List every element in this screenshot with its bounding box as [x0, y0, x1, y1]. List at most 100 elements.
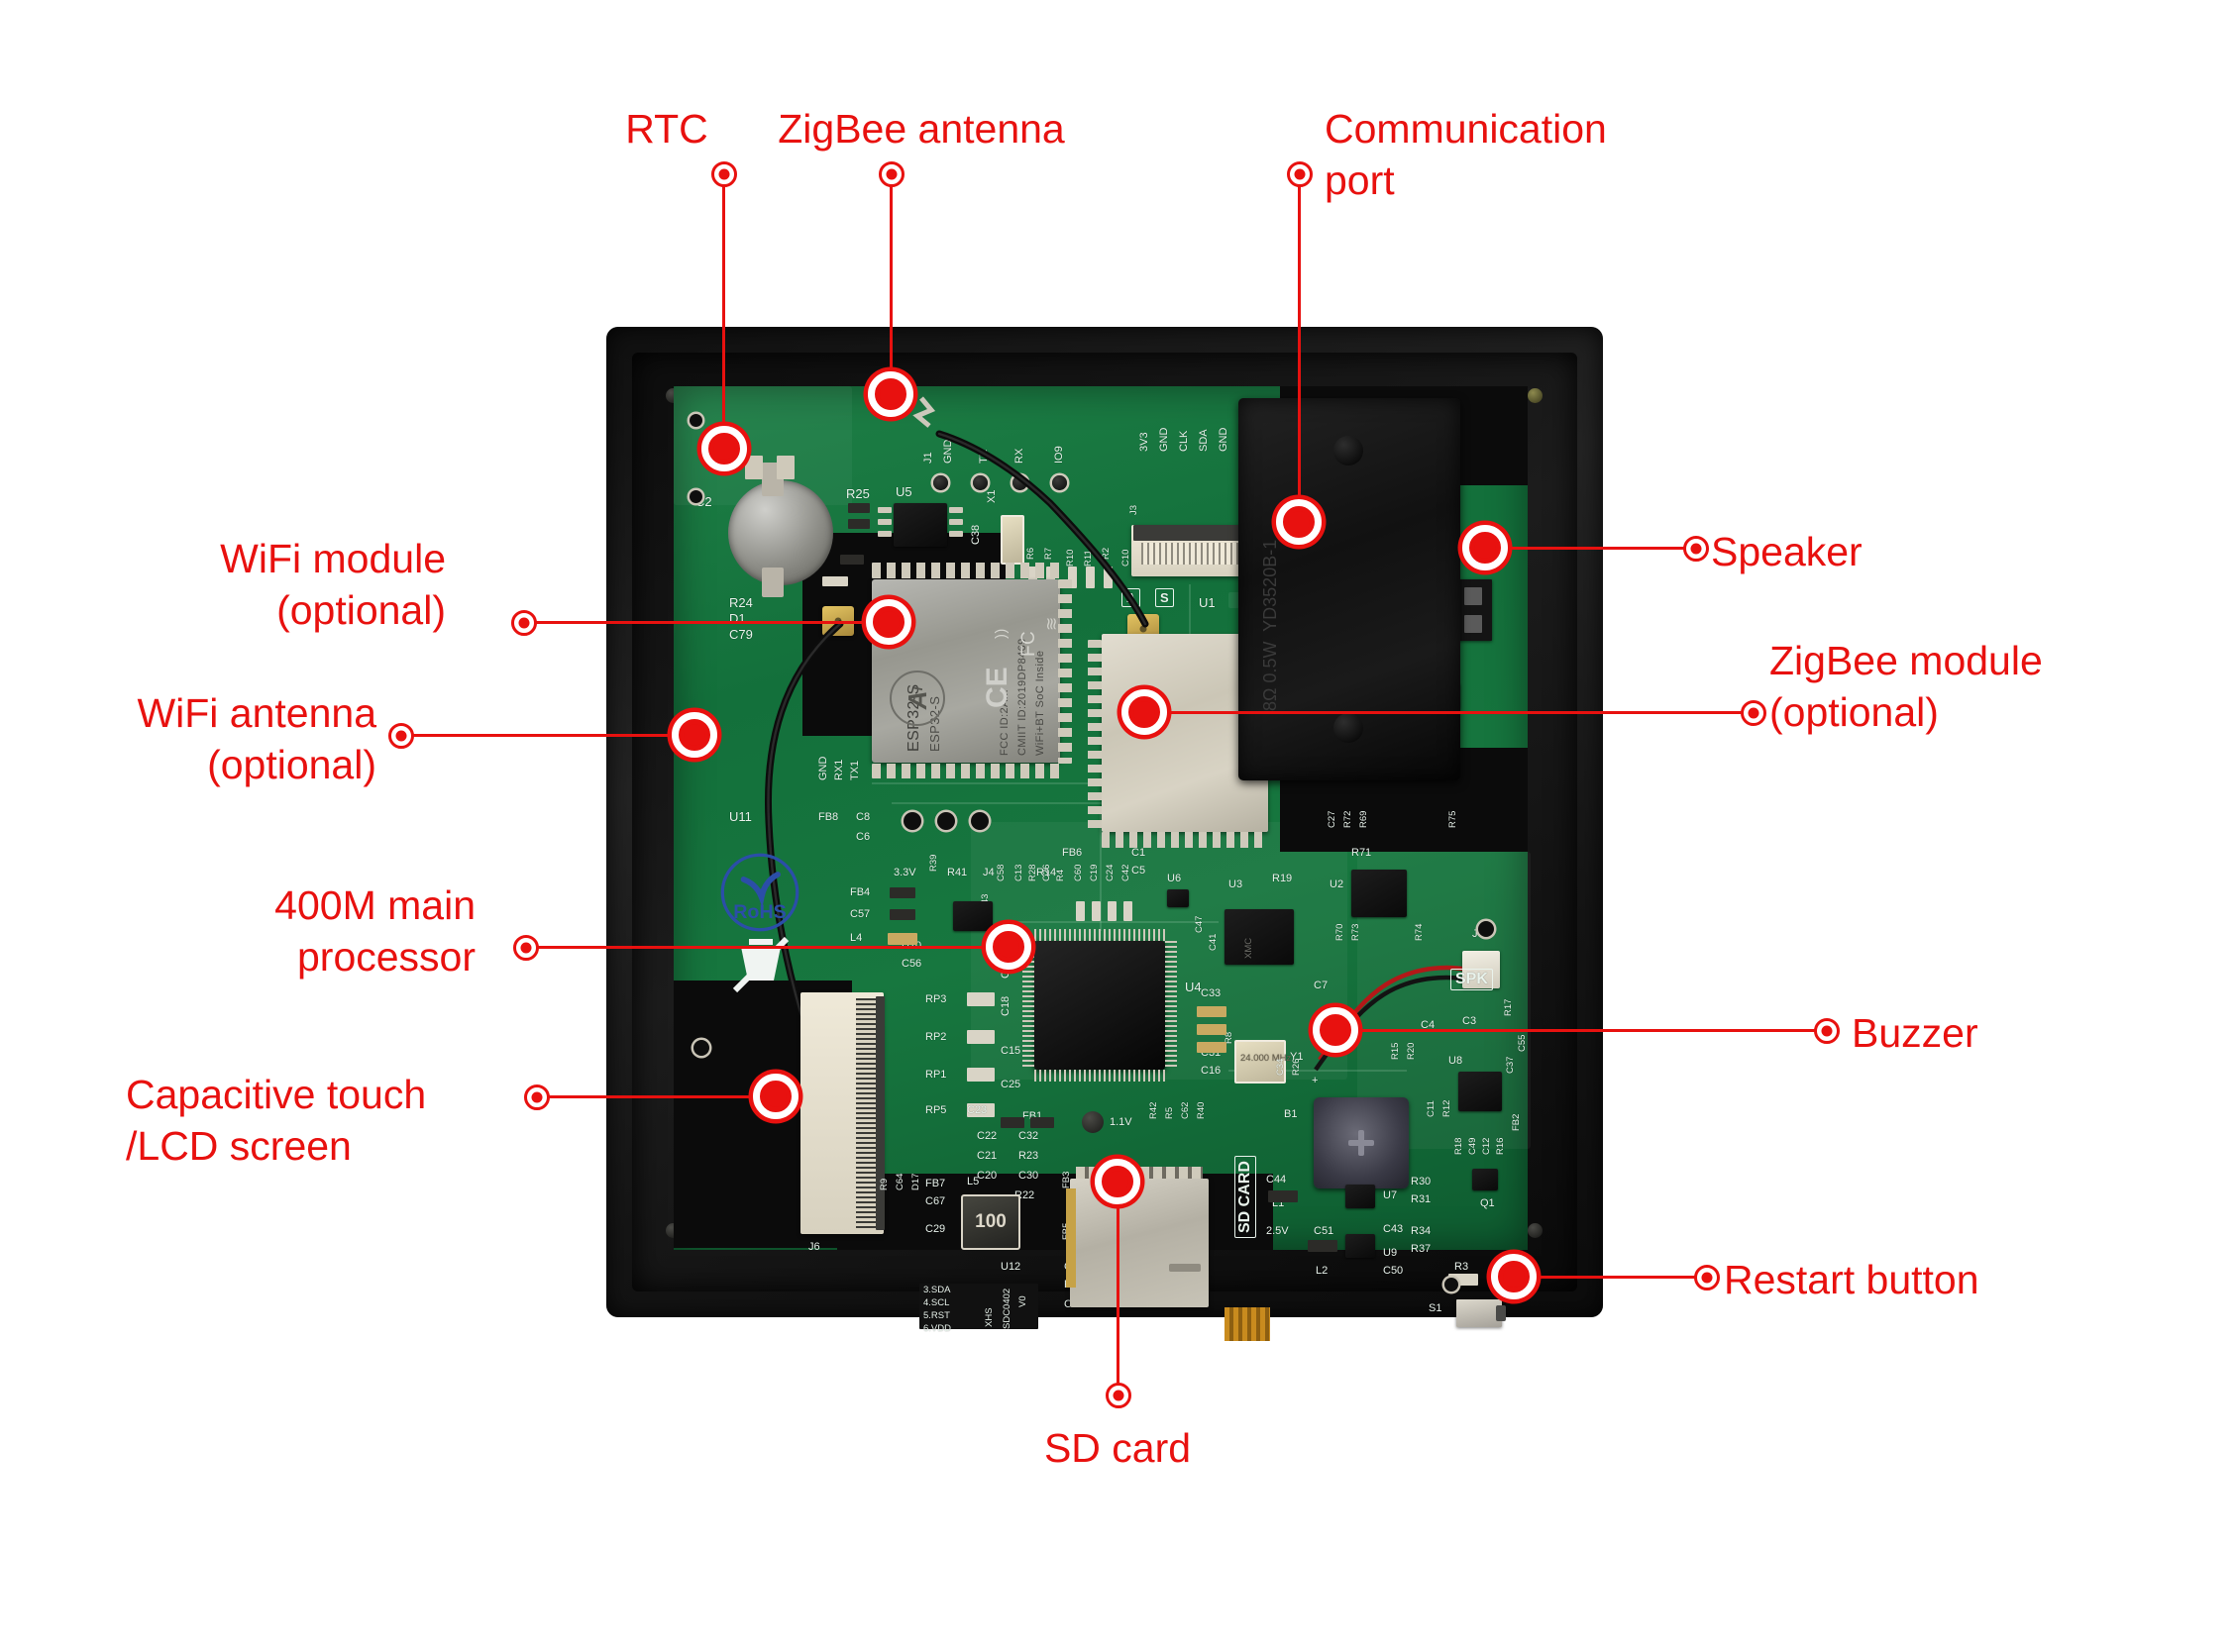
silk-fb1: FB1	[1022, 1110, 1043, 1122]
silk-c4: C4	[1421, 1019, 1436, 1031]
case-screw	[1528, 388, 1543, 403]
silk-d1: D1	[729, 611, 746, 626]
svg-text:RoHS: RoHS	[733, 901, 787, 923]
annotation-label-wifi-module-line2: (optional)	[276, 587, 446, 633]
silk-c58: C58	[996, 864, 1007, 881]
silk-s1: S1	[1429, 1302, 1442, 1314]
wifi-ufl-connector[interactable]	[822, 606, 854, 636]
ic-u2	[1351, 870, 1407, 917]
silk-r70: R70	[1334, 923, 1345, 941]
silk-tx1: TX1	[849, 760, 861, 780]
restart-button-s1[interactable]	[1456, 1299, 1506, 1327]
silk-r20: R20	[1406, 1042, 1417, 1060]
anchor-dot-zigbee-antenna	[879, 161, 905, 187]
annotation-label-main-processor-line2: processor	[296, 934, 476, 980]
tantalum-cap	[1082, 1111, 1104, 1133]
sd-card-slot[interactable]	[1066, 1167, 1209, 1307]
silk-r14: R14	[1036, 867, 1057, 878]
silk-r17: R17	[1503, 998, 1514, 1016]
silk-r6: R6	[1025, 547, 1036, 560]
silk-c47: C47	[1194, 915, 1205, 933]
silk-u5: U5	[896, 484, 912, 499]
silk-c64: C64	[895, 1173, 905, 1190]
silk-u2: U2	[1330, 878, 1344, 890]
silk-c16: C16	[1201, 1065, 1222, 1077]
silk-rx: RX	[1013, 448, 1025, 464]
ic-u6	[1167, 889, 1189, 907]
silk-u6: U6	[1167, 873, 1182, 884]
silk-r26: R26	[1291, 1058, 1302, 1076]
speaker-enclosure: 8Ω 0.5W YD3520B-1	[1238, 398, 1460, 780]
silk-fb6: FB6	[1062, 847, 1083, 859]
annotation-label-capacitive-touch-line2: /LCD screen	[126, 1123, 352, 1169]
ic-u7	[1345, 1185, 1375, 1208]
inductor-l5: 100	[961, 1194, 1020, 1250]
device-enclosure: + C2 R24 D1 C79 U11 R25 U5 C38 X1 R6 R7 …	[606, 327, 1603, 1341]
silk-c29: C29	[925, 1223, 946, 1235]
silk-a: A	[1121, 588, 1141, 607]
silk-r72: R72	[1342, 810, 1353, 828]
silk-c42: C42	[1120, 864, 1131, 881]
silk-r31: R31	[1411, 1193, 1432, 1205]
speaker-mount-boss	[1333, 713, 1363, 743]
case-screw	[1528, 1223, 1543, 1238]
silk-u9: U9	[1383, 1247, 1398, 1259]
connector-pinout-label	[919, 1284, 1038, 1329]
speaker-connector-j8[interactable]	[1462, 951, 1500, 988]
silk-3v3-reg: 3.3V	[894, 867, 916, 878]
silk-r41: R41	[947, 867, 968, 878]
anchor-dot-wifi-antenna	[388, 723, 414, 749]
lcd-touch-ffc-connector-j6[interactable]	[800, 992, 885, 1234]
speaker-mount-boss	[1333, 436, 1363, 465]
silk-r25: R25	[846, 486, 870, 501]
silk-l4: L4	[850, 932, 863, 944]
silk-d17: D17	[910, 1173, 921, 1190]
ffc-connector-j3[interactable]	[1131, 525, 1250, 576]
silk-3v3-a: 3V3	[1138, 432, 1150, 452]
silk-fb2: FB2	[1511, 1113, 1522, 1131]
silk-fb4: FB4	[850, 886, 871, 898]
silk-r9: R9	[879, 1178, 890, 1190]
silk-fb7: FB7	[925, 1178, 946, 1189]
silk-r74: R74	[1414, 923, 1425, 941]
silk-rp5: RP5	[925, 1104, 947, 1116]
silk-j6: J6	[808, 1241, 820, 1253]
silk-c60: C60	[1073, 864, 1084, 881]
annotation-label-zigbee-module-line1: ZigBee module	[1769, 638, 2043, 683]
ce-mark: CE	[981, 667, 1013, 708]
silk-c14: C14	[1000, 958, 1012, 979]
annotation-label-zigbee-module-line2: (optional)	[1769, 689, 1939, 735]
weee-crossed-bin-logo	[732, 936, 790, 993]
silk-tx: TX	[978, 449, 990, 464]
silk-4-scl: 4.SCL	[923, 1297, 950, 1308]
transistor-q1	[1472, 1169, 1498, 1190]
silk-r73: R73	[1350, 923, 1361, 941]
silk-plus: +	[735, 455, 743, 469]
silk-rp1: RP1	[925, 1069, 947, 1081]
wifi-module-esp32s: ESP32-S ESP32-S FCC ID:2A... CMIIT ID:20…	[872, 579, 1060, 763]
annotation-label-sd-card: SD card	[1043, 1425, 1192, 1471]
buzzer-cross-mark	[1348, 1130, 1374, 1156]
silk-2v5: 2.5V	[1266, 1225, 1289, 1237]
silk-r34: R34	[1411, 1225, 1432, 1237]
silk-r22: R22	[1014, 1189, 1035, 1201]
anchor-dot-speaker	[1683, 536, 1709, 562]
speaker-part-marking: 8Ω 0.5W YD3520B-1	[1260, 539, 1280, 711]
silk-gnd-j1: GND	[942, 439, 954, 464]
silk-r11: R11	[1083, 550, 1094, 567]
anchor-dot-restart-button	[1694, 1265, 1720, 1291]
header-j1[interactable]	[933, 475, 1082, 497]
silk-c41: C41	[1208, 933, 1219, 951]
annotation-label-wifi-antenna-line2: (optional)	[207, 742, 376, 787]
silk-fb8: FB8	[818, 811, 839, 823]
silk-gnd-ant: GND	[817, 756, 829, 780]
silk-r5: R5	[1164, 1106, 1175, 1119]
annotation-label-zigbee-antenna: ZigBee antenna	[778, 106, 1065, 152]
silk-j8: J8	[1472, 928, 1484, 940]
silk-c11: C11	[1426, 1100, 1437, 1117]
silk-c5: C5	[1131, 865, 1146, 877]
anchor-dot-buzzer	[1814, 1018, 1840, 1044]
silk-s: S	[1155, 588, 1174, 607]
silk-r30: R30	[1411, 1176, 1432, 1187]
silk-gnd-a: GND	[1158, 427, 1170, 452]
